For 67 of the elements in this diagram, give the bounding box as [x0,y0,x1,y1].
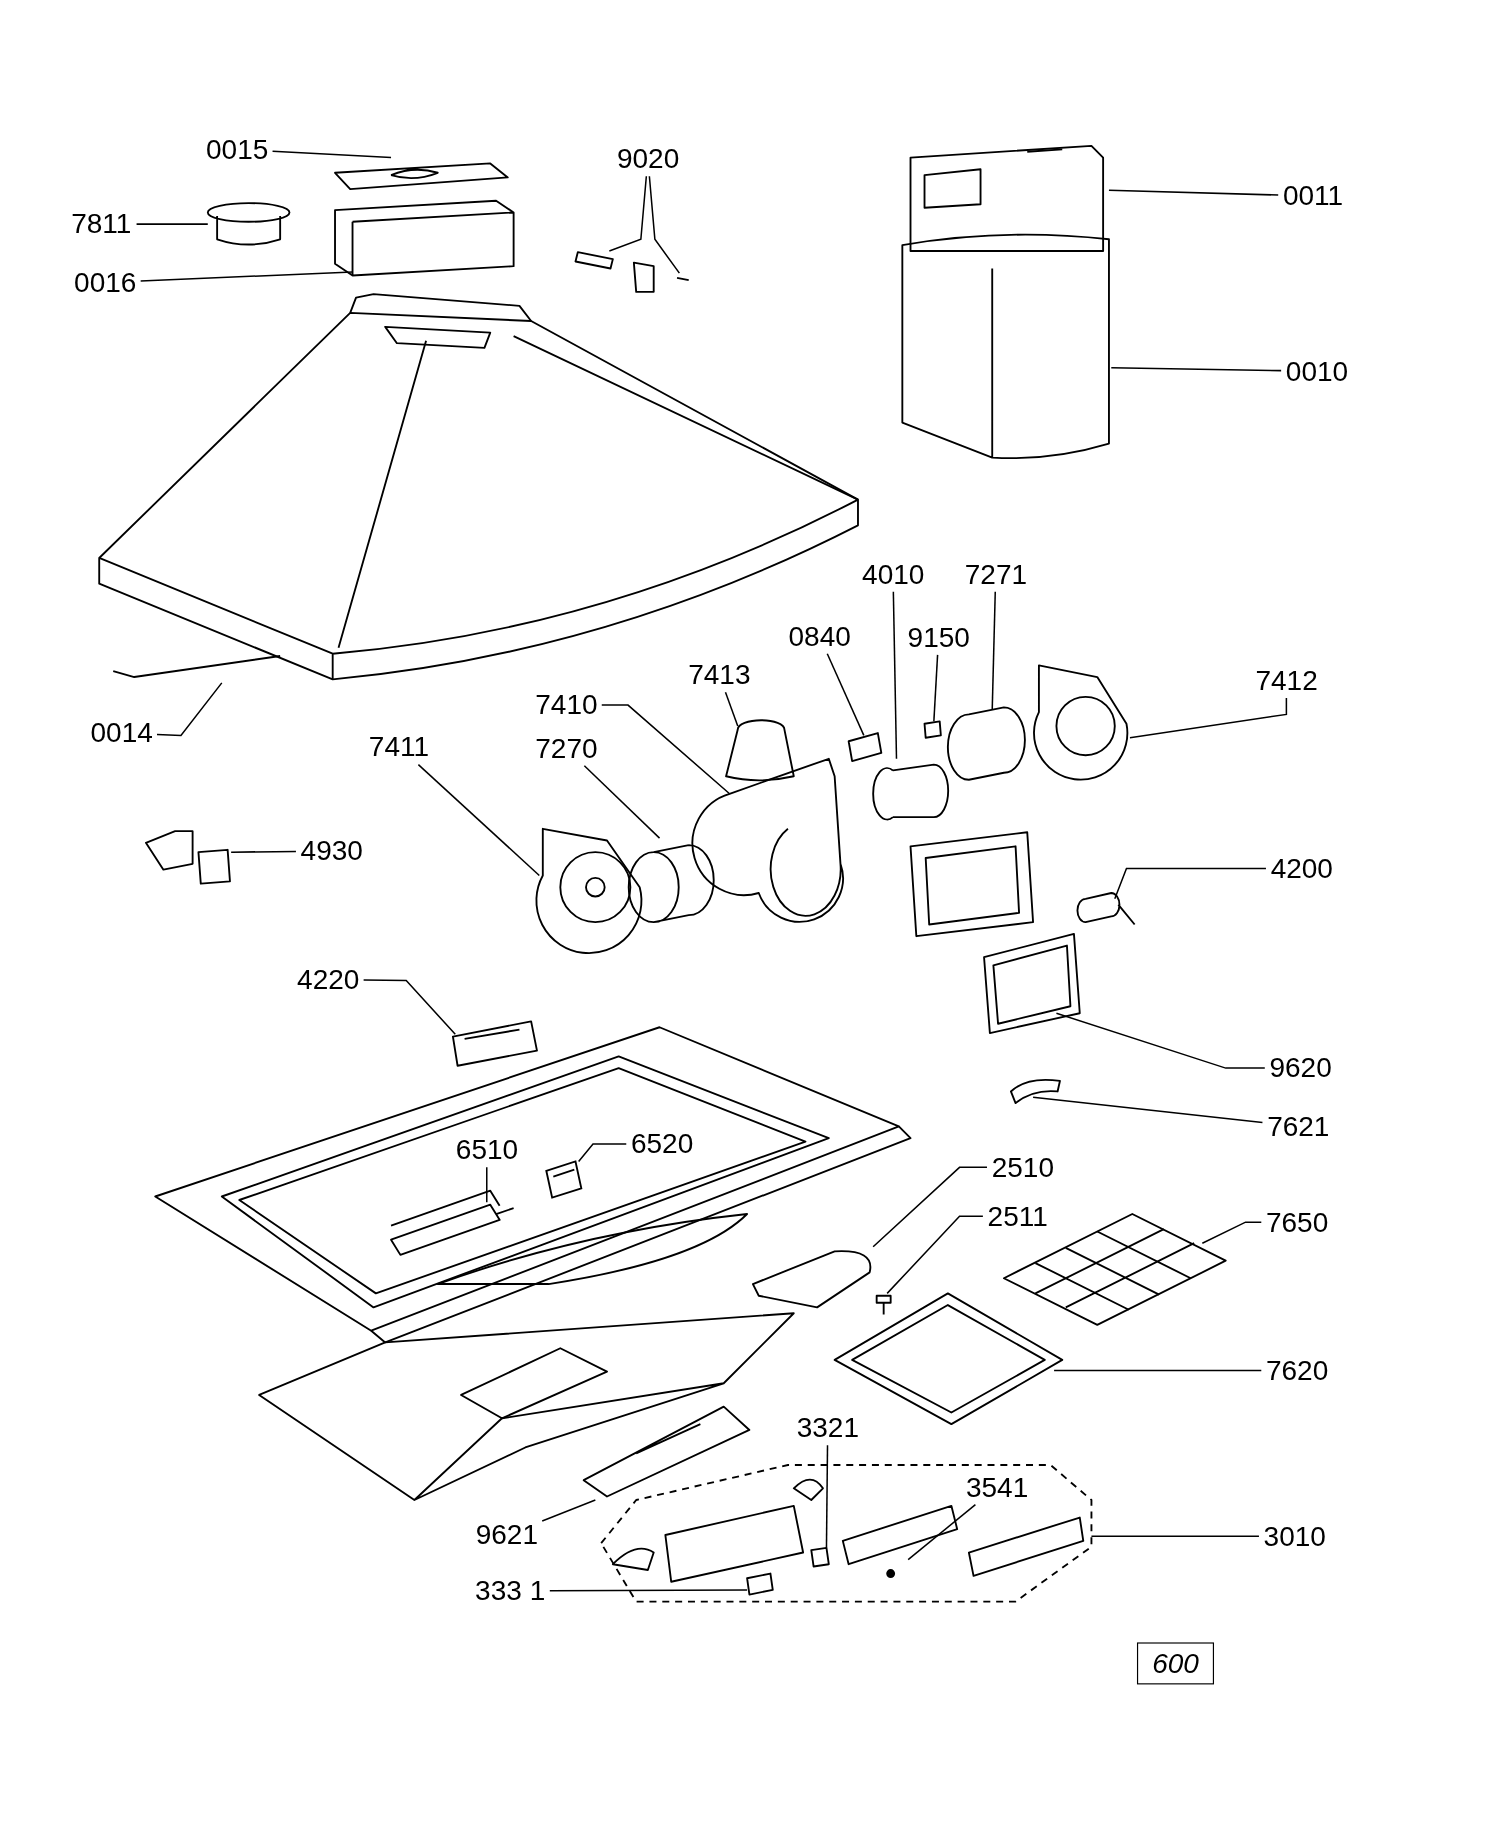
callout-number: 4220 [297,964,360,995]
leader-line [362,979,456,1035]
leader-line [991,591,996,711]
leader-line [1201,1221,1262,1244]
callout-number: 2511 [987,1201,1048,1232]
leader-line [907,1504,977,1561]
callout-number: 7811 [71,208,132,240]
leader-line [1114,867,1267,900]
callout-number: 0015 [206,134,269,165]
callout-number: 7650 [1265,1207,1329,1238]
callout-number: 6510 [455,1134,519,1165]
leader-line [826,653,865,737]
page-number-box: 600 [1136,1642,1215,1685]
leader-line [583,765,661,839]
callout-number: 0010 [1285,356,1349,387]
leader-line [417,763,540,877]
leader-line [1032,1096,1264,1124]
callout-number: 3541 [965,1472,1029,1503]
leader-line [230,850,297,853]
callout-number: 0014 [90,717,153,749]
leader-line [140,271,354,282]
leader-line [608,175,647,252]
callout-number: 3321 [796,1412,859,1443]
lamp-socket-drawing [545,1160,583,1199]
leader-line [135,223,209,225]
leader-line [886,1215,984,1295]
leader-line [1055,1012,1266,1069]
callout-number: 0840 [788,621,851,652]
leader-line [825,1444,829,1549]
callout-number: 6520 [630,1128,694,1160]
leader-line [933,654,939,723]
callout-number: 7413 [688,659,751,690]
leader-line [872,1166,988,1248]
callout-number: 7412 [1255,665,1318,696]
callout-number: 9150 [907,622,970,653]
callout-number: 0016 [74,267,137,298]
callout-number: 9620 [1269,1052,1332,1084]
callout-number: 7410 [535,689,598,721]
leader-line [271,150,392,159]
callout-number: 7411 [368,731,430,763]
callout-number: 333 1 [475,1575,546,1607]
callout-number: 4930 [300,835,363,867]
leader-line [601,704,731,795]
leader-line [1129,697,1288,739]
leader-line [578,1143,627,1163]
callout-number: 2510 [991,1152,1054,1183]
callout-number: 3010 [1263,1521,1326,1552]
leader-line [1090,1535,1260,1537]
leader-line [486,1166,488,1203]
leader-line [648,175,681,274]
callout-number: 4010 [862,559,925,590]
callout-number: 7621 [1267,1111,1330,1142]
leader-line [1110,367,1282,372]
callout-number: 9020 [616,143,680,174]
leader-line [549,1589,748,1592]
leader-line [541,1499,596,1522]
callout-number: 7270 [535,733,598,764]
callout-number: 0011 [1282,180,1344,212]
leader-line [156,682,223,737]
callout-number: 9621 [475,1519,538,1551]
leader-line [892,591,898,760]
leader-line [724,691,739,727]
callout-number: 7620 [1265,1355,1329,1386]
leader-line [1053,1369,1262,1372]
callout-number: 4200 [1270,853,1333,884]
callout-number: 7271 [964,559,1028,590]
leader-line [1108,189,1279,196]
